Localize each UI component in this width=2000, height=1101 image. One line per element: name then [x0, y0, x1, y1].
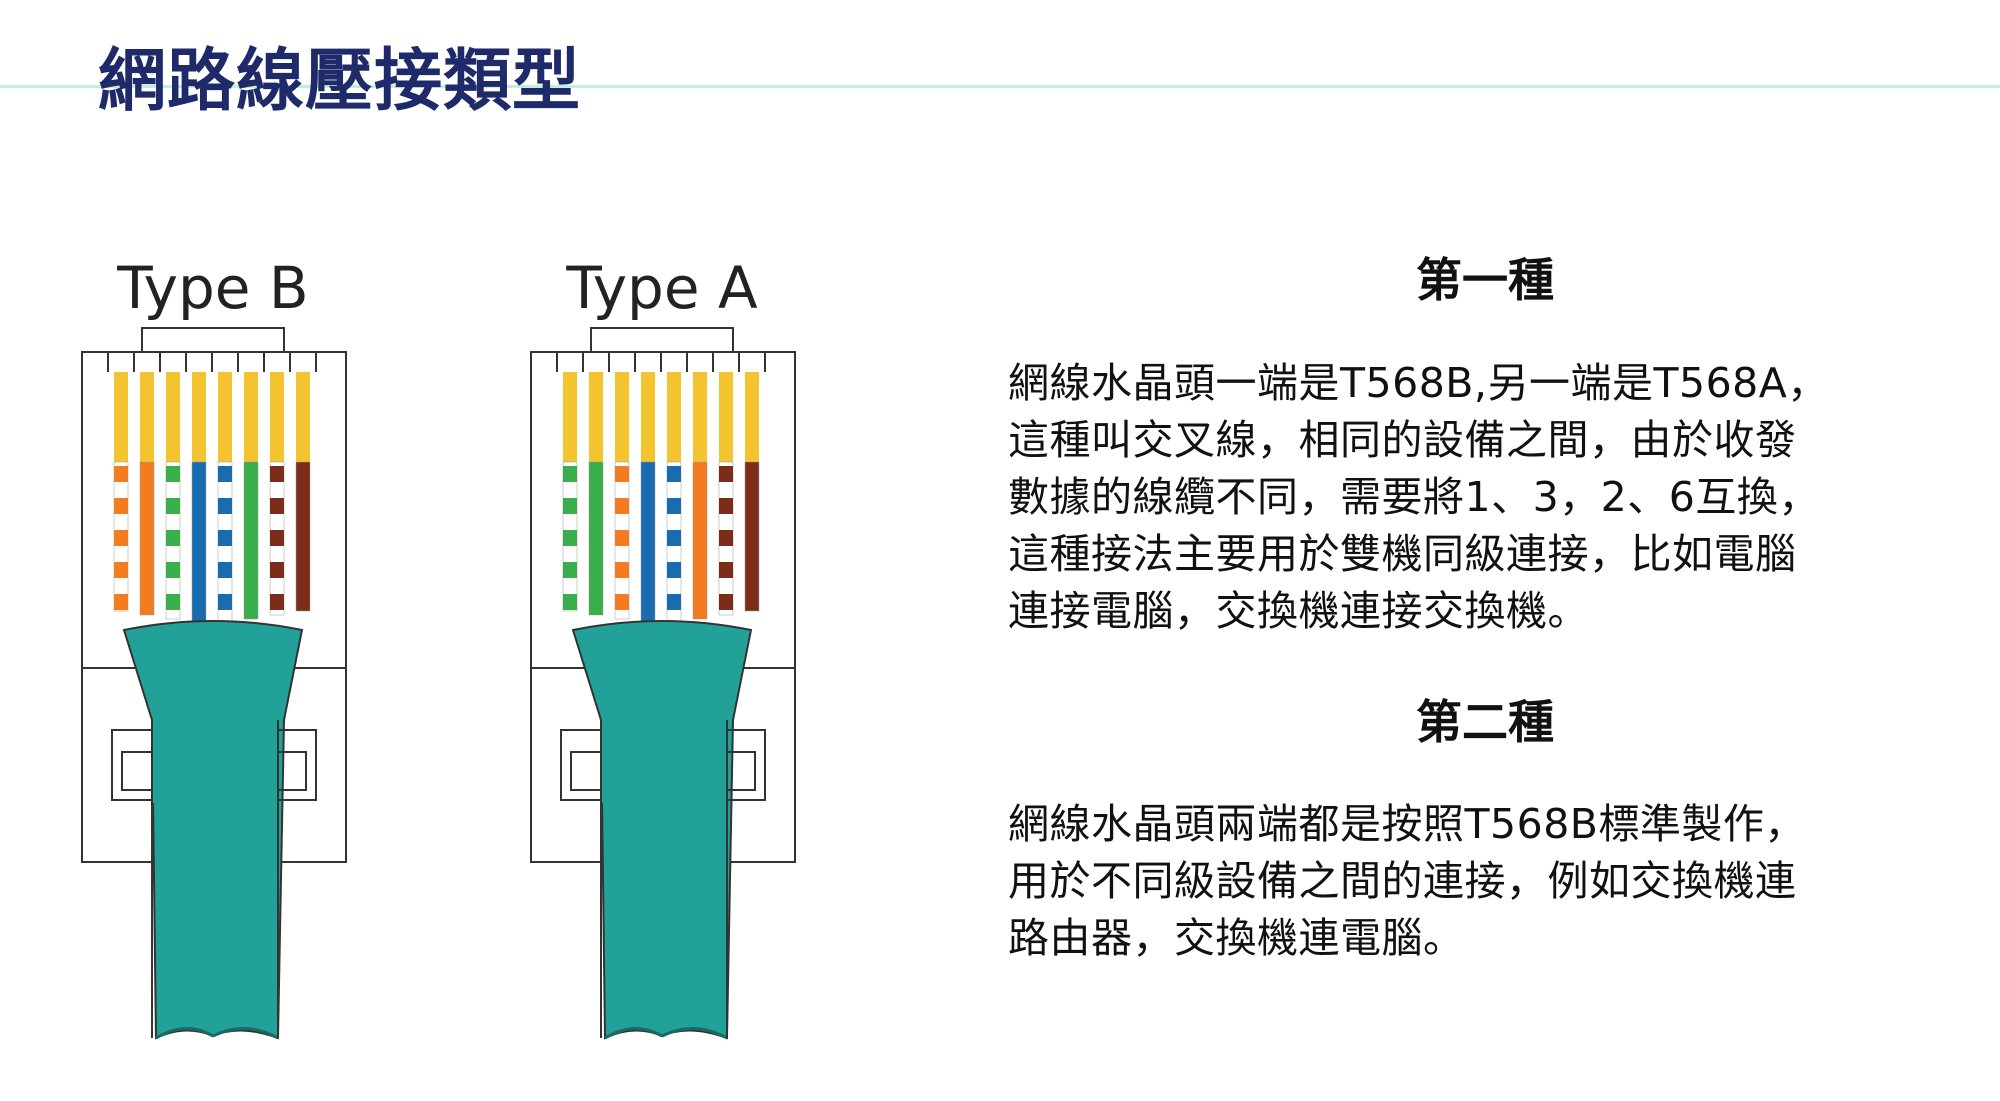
section2-line: 用於不同級設備之間的連接，例如交換機連 — [1008, 857, 1797, 905]
connector-type-b: Type B — [81, 254, 347, 1040]
wire-stripe — [719, 498, 733, 514]
cable-end — [212, 1026, 279, 1040]
wire-stripe — [615, 530, 629, 546]
wire-top — [218, 372, 232, 462]
wire-stripe — [270, 594, 284, 610]
section2-heading: 第二種 — [1416, 695, 1554, 749]
wire-stripe — [114, 466, 128, 482]
section1-heading: 第一種 — [1416, 253, 1554, 307]
title-underline — [0, 85, 2000, 88]
wire-stripe — [563, 530, 577, 546]
section2-line: 網線水晶頭兩端都是按照T568B標準製作， — [1008, 800, 1806, 848]
contact-bracket — [590, 327, 734, 352]
wire-top — [719, 372, 733, 462]
wire-top — [693, 372, 707, 462]
wire-body — [744, 461, 760, 612]
wire-top — [296, 372, 310, 462]
wire-stripe — [166, 562, 180, 578]
wire-top — [192, 372, 206, 462]
cable-jacket — [122, 620, 304, 1040]
cable-end — [155, 1027, 214, 1040]
wire-top — [166, 372, 180, 462]
wire-stripe — [719, 466, 733, 482]
wire-top — [140, 372, 154, 462]
wire-top — [244, 372, 258, 462]
wire-stripe — [218, 466, 232, 482]
page-title: 網路線壓接類型 — [98, 42, 582, 121]
section1-line: 這種接法主要用於雙機同級連接，比如電腦 — [1008, 530, 1797, 578]
wire-body — [640, 461, 656, 624]
cable-end — [604, 1027, 663, 1040]
wire-stripe — [270, 498, 284, 514]
wire-stripe — [615, 594, 629, 610]
connector-diagram: Type B Type A — [81, 254, 796, 1040]
wire-stripe — [270, 466, 284, 482]
cable-jacket — [571, 620, 753, 1040]
wire-body — [295, 461, 311, 612]
wire-stripe — [563, 562, 577, 578]
wire-stripe — [114, 530, 128, 546]
type-a-label: Type A — [565, 254, 758, 322]
wire-stripe — [667, 562, 681, 578]
wire-stripe — [270, 562, 284, 578]
wire-body — [191, 461, 207, 624]
section1-line: 數據的線纜不同，需要將1、3，2、6互換， — [1008, 473, 1820, 521]
wire-stripe — [114, 498, 128, 514]
wire-stripe — [114, 594, 128, 610]
section1-line: 連接電腦，交換機連接交換機。 — [1008, 587, 1589, 635]
wire-stripe — [166, 594, 180, 610]
type-b-label: Type B — [116, 254, 308, 322]
connector-type-a: Type A — [530, 254, 796, 1040]
section2-text: 網線水晶頭兩端都是按照T568B標準製作， 用於不同級設備之間的連接，例如交換機… — [1008, 796, 1933, 967]
cable-overlay — [152, 728, 278, 803]
section1-line: 網線水晶頭一端是T568B,另一端是T568A， — [1008, 359, 1829, 407]
wire-stripe — [218, 562, 232, 578]
wire-top — [270, 372, 284, 462]
wire-stripe — [719, 594, 733, 610]
wire-body — [139, 461, 155, 616]
wire-stripe — [166, 498, 180, 514]
wire-stripe — [719, 562, 733, 578]
wire-stripe — [218, 594, 232, 610]
wire-top — [615, 372, 629, 462]
wire-top — [667, 372, 681, 462]
wire-top — [745, 372, 759, 462]
wire-top — [641, 372, 655, 462]
wire-stripe — [667, 466, 681, 482]
wire-stripe — [218, 530, 232, 546]
section2-line: 路由器，交換機連電腦。 — [1008, 914, 1465, 962]
wire-stripe — [667, 530, 681, 546]
wire-body — [588, 461, 604, 616]
wire-stripe — [719, 530, 733, 546]
section1-text: 網線水晶頭一端是T568B,另一端是T568A， 這種叫交叉線，相同的設備之間，… — [1008, 355, 1933, 640]
wire-stripe — [667, 498, 681, 514]
contact-bracket — [141, 327, 285, 352]
wire-body — [692, 461, 708, 620]
section1-line: 這種叫交叉線，相同的設備之間，由於收發 — [1008, 416, 1797, 464]
cable-end — [661, 1026, 728, 1040]
wire-stripe — [615, 562, 629, 578]
wire-stripe — [563, 498, 577, 514]
wire-body — [243, 461, 259, 620]
cable-overlay — [601, 728, 727, 803]
wire-stripe — [615, 498, 629, 514]
wire-stripe — [615, 466, 629, 482]
wire-stripe — [114, 562, 128, 578]
wire-stripe — [563, 594, 577, 610]
wire-top — [589, 372, 603, 462]
wire-stripe — [270, 530, 284, 546]
wire-stripe — [166, 466, 180, 482]
wire-stripe — [166, 530, 180, 546]
wire-stripe — [218, 498, 232, 514]
wire-stripe — [667, 594, 681, 610]
wire-top — [563, 372, 577, 462]
wire-top — [114, 372, 128, 462]
wire-stripe — [563, 466, 577, 482]
